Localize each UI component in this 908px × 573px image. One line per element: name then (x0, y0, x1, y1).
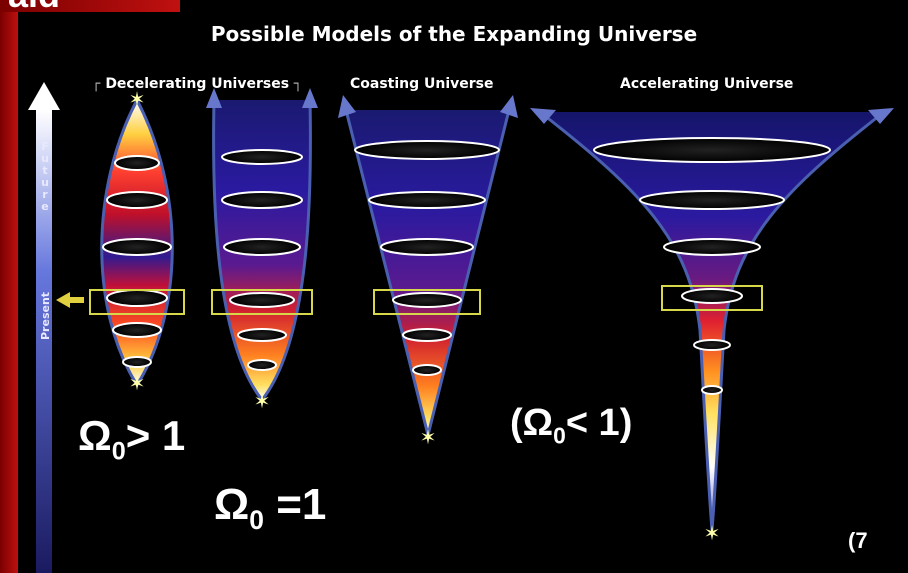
label-backdrop (168, 472, 368, 542)
svg-text:e: e (41, 200, 48, 213)
svg-text:r: r (42, 188, 48, 201)
coasting-label: Coasting Universe (350, 76, 494, 92)
time-axis-arrow (28, 82, 60, 573)
corner-heading-fragment: aid (8, 0, 60, 16)
bang-star-icon: ✶ (420, 427, 437, 449)
critical-universe-model: ✶ (206, 88, 318, 413)
accelerating-label: Accelerating Universe (620, 76, 794, 92)
top-red-border (0, 0, 180, 12)
accelerating-universe-model: ✶ (530, 108, 894, 545)
bang-star-icon: ✶ (129, 89, 146, 111)
svg-text:u: u (41, 176, 49, 189)
crunch-star-icon: ✶ (129, 373, 146, 395)
omega-less-label: (Ω0< 1) (510, 402, 633, 449)
decelerating-label: ┌ Decelerating Universes ┐ (92, 76, 303, 92)
label-backdrop (58, 412, 208, 472)
left-red-border (0, 0, 18, 573)
svg-text:u: u (41, 152, 49, 165)
omega-equal-label: Ω0 =1 (214, 480, 327, 535)
coasting-universe-model: ✶ (338, 95, 518, 449)
diagram-title: Possible Models of the Expanding Univers… (210, 22, 698, 46)
svg-text:t: t (42, 164, 47, 177)
footnote-fragment: (7 (848, 528, 868, 553)
axis-future-F: F (41, 140, 49, 153)
bang-star-icon: ✶ (704, 523, 721, 545)
bang-star-icon: ✶ (254, 391, 271, 413)
label-backdrop (500, 398, 670, 458)
present-pointer-icon (56, 292, 84, 308)
axis-present-label: Present (39, 292, 52, 340)
closed-universe-model: ✶ ✶ (89, 89, 185, 395)
omega-greater-label: Ω0> 1 (78, 412, 186, 466)
